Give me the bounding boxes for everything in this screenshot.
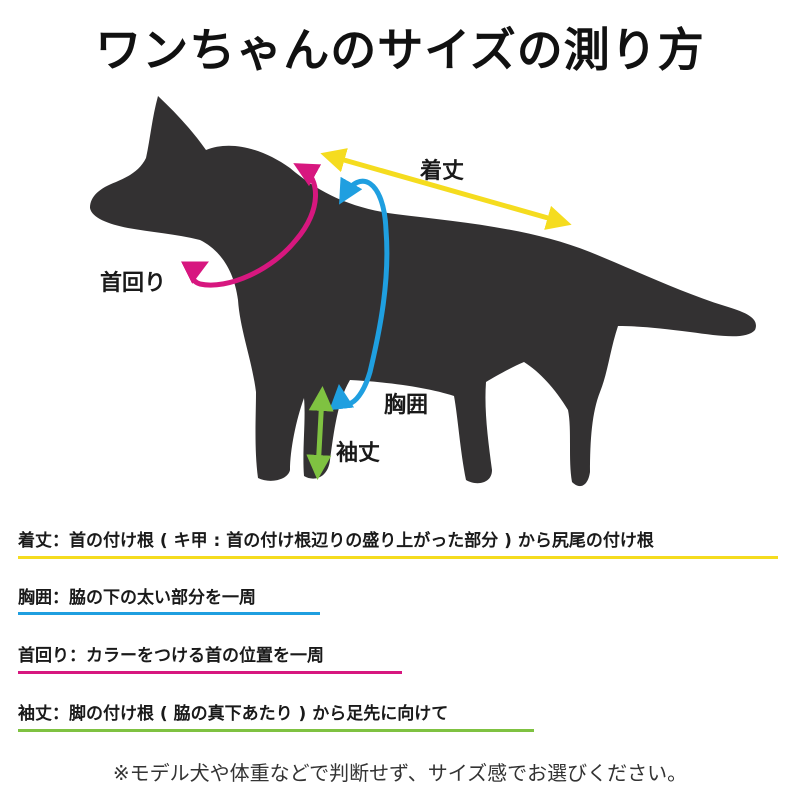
definition-sleeve: 袖丈：脚の付け根 ( 脇の真下あたり ) から足先に向けて bbox=[18, 704, 449, 724]
definition-chest: 胸囲：脇の下の太い部分を一周 bbox=[18, 588, 256, 608]
chest-arrow bbox=[329, 176, 390, 411]
definition-length: 着丈：首の付け根 ( キ甲 : 首の付け根辺りの盛り上がった部分 ) から尻尾の… bbox=[18, 531, 654, 551]
dog-silhouette bbox=[90, 96, 756, 487]
page-title: ワンちゃんのサイズの測り方 bbox=[95, 23, 705, 77]
definition-neck: 首回り：カラーをつける首の位置を一周 bbox=[18, 646, 324, 666]
neck-arrow bbox=[180, 163, 322, 288]
neck-label: 首回り bbox=[100, 270, 166, 296]
definition-neck-underline bbox=[18, 671, 402, 674]
definition-length-underline bbox=[18, 556, 778, 559]
dog-measurement-diagram: 着丈 首回り 胸囲 袖丈 bbox=[90, 96, 756, 487]
sleeve-arrow bbox=[306, 386, 334, 480]
definition-sleeve-underline bbox=[18, 729, 534, 732]
sizing-note: ※モデル犬や体重などで判断せず、サイズ感でお選びください。 bbox=[112, 761, 688, 785]
sleeve-label: 袖丈 bbox=[336, 440, 380, 466]
length-arrow bbox=[320, 148, 572, 230]
definition-chest-underline bbox=[18, 612, 320, 615]
length-label: 着丈 bbox=[419, 158, 464, 184]
chest-label: 胸囲 bbox=[384, 392, 428, 418]
